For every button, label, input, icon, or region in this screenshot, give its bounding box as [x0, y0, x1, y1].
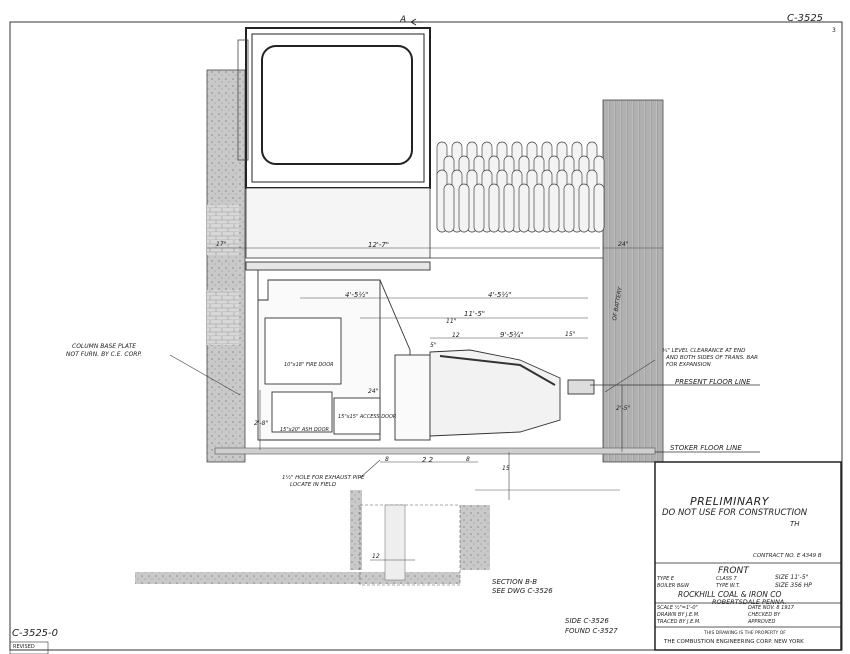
dim-9-5: 9'-5¾": [500, 331, 524, 339]
dim-11: 11": [446, 318, 457, 325]
boiler-tubes: [436, 141, 605, 233]
right-setting-wall: [602, 99, 664, 463]
tb-client: ROCKHILL COAL & IRON CO: [678, 590, 782, 599]
label-clearance-3: FOR EXPANSION: [666, 362, 711, 368]
dim-8a: 8: [385, 456, 389, 463]
sheet-border: [9, 21, 843, 651]
tb-scale: SCALE ½"=1'-0": [657, 605, 698, 611]
revised-label: REVISED: [13, 644, 35, 650]
boiler-drum: [237, 27, 431, 189]
label-fire-door: 10"x18" FIRE DOOR: [284, 362, 334, 368]
dim-2-5: 2'-5": [616, 405, 631, 412]
tb-view: FRONT: [718, 566, 749, 576]
label-exhaust-2: LOCATE IN FIELD: [290, 482, 337, 488]
boiler-tube: [443, 183, 455, 233]
boiler-tube: [518, 183, 530, 233]
tb-date: DATE NOV. 8 1917: [748, 605, 794, 611]
dim-2-2: 2 2: [422, 456, 434, 464]
brick-courses-2: [207, 290, 239, 345]
tb-drawn: DRAWN BY J.E.M.: [657, 612, 700, 618]
revised-box: [9, 641, 49, 654]
boiler-tube: [563, 183, 575, 233]
dim-top-span: 12'-7": [368, 241, 390, 249]
dim-24: 24": [368, 388, 379, 395]
tb-contract: CONTRACT NO. E 4349 B: [753, 553, 822, 559]
stoker-floor-slab: [214, 447, 656, 455]
dim-4-5-left: 4'-5½": [345, 291, 369, 299]
label-see-dwg: SEE DWG C-3526: [492, 587, 553, 595]
dim-8b: 8: [466, 456, 470, 463]
tb-class: CLASS 7: [716, 576, 737, 582]
label-column-base-2: NOT FURN. BY C.E. CORP.: [66, 351, 143, 358]
label-side: SIDE C-3526: [565, 617, 609, 625]
boiler-tube: [593, 183, 605, 233]
title-block-frame: [654, 461, 842, 651]
label-clearance-2: AND BOTH SIDES OF TRANS. BAR: [666, 355, 758, 361]
label-found: FOUND C-3527: [565, 627, 618, 635]
tb-checked: CHECKED BY: [748, 612, 781, 618]
label-exhaust-1: 1½" HOLE FOR EXHAUST PIPE: [282, 475, 365, 481]
leader-lines: [169, 354, 656, 479]
tb-type2: TYPE W.T.: [716, 583, 741, 589]
tb-traced: TRACED BY J.E.M.: [657, 619, 701, 625]
boiler-tube: [473, 183, 485, 233]
tb-property: THIS DRAWING IS THE PROPERTY OF: [704, 631, 786, 636]
dim-right-wall: 24": [618, 241, 629, 248]
tb-do-not-use: DO NOT USE FOR CONSTRUCTION: [662, 508, 808, 518]
sheet-number-bottom: C-3525-0: [12, 628, 59, 639]
label-stoker-floor: STOKER FLOOR LINE: [670, 444, 742, 452]
label-ash-door: 15"x20" ASH DOOR: [280, 427, 330, 433]
tb-initials: TH: [790, 520, 800, 528]
boiler-tube: [533, 183, 545, 233]
dimension-lines: [207, 247, 663, 561]
furnace-front: [245, 261, 595, 441]
label-present-floor: PRESENT FLOOR LINE: [675, 378, 751, 386]
setting-frame: [245, 187, 431, 259]
dim-15v: 15: [502, 465, 510, 472]
tb-boiler: BOILER B&W: [657, 583, 690, 589]
boiler-tube: [458, 183, 470, 233]
tb-type: TYPE E: [657, 576, 675, 582]
boiler-tube: [488, 183, 500, 233]
dim-4-5-right: 4'-5½": [488, 291, 512, 299]
label-clearance-1: ¾" LEVEL CLEARANCE AT END: [662, 348, 746, 354]
boiler-tube: [578, 183, 590, 233]
tb-approved: APPROVED: [748, 619, 776, 625]
dim-2-8: 2'-8": [254, 420, 269, 427]
section-marker-arrow: [410, 18, 423, 26]
tb-preliminary: PRELIMINARY: [690, 495, 769, 508]
dim-12b: 12: [372, 553, 380, 560]
dim-left-wall: 17": [216, 241, 227, 248]
dim-15: 15": [565, 331, 576, 338]
page-mark: 3: [832, 27, 836, 34]
tb-company: THE COMBUSTION ENGINEERING CORP. NEW YOR…: [664, 639, 804, 645]
brick-courses: [207, 205, 239, 255]
sheet-number-top: C-3525: [787, 13, 824, 24]
label-access-door: 15"x15" ACCESS DOOR: [338, 414, 397, 420]
label-column-base: COLUMN BASE PLATE: [72, 343, 137, 350]
boiler-tube: [503, 183, 515, 233]
label-section: SECTION B-B: [492, 578, 538, 586]
boiler-tube: [548, 183, 560, 233]
dim-11-5: 11'-5": [464, 310, 486, 318]
dim-5: 5": [430, 342, 437, 349]
tb-location: ROBERTSDALE PENNA.: [712, 598, 787, 606]
section-marker: A: [400, 15, 407, 25]
left-brick-wall: [206, 69, 246, 463]
foundation: [135, 489, 620, 586]
tb-size: SIZE 11'-5": [775, 574, 809, 581]
dim-12: 12: [452, 332, 460, 339]
tb-size2: SIZE 356 HP: [775, 582, 812, 589]
